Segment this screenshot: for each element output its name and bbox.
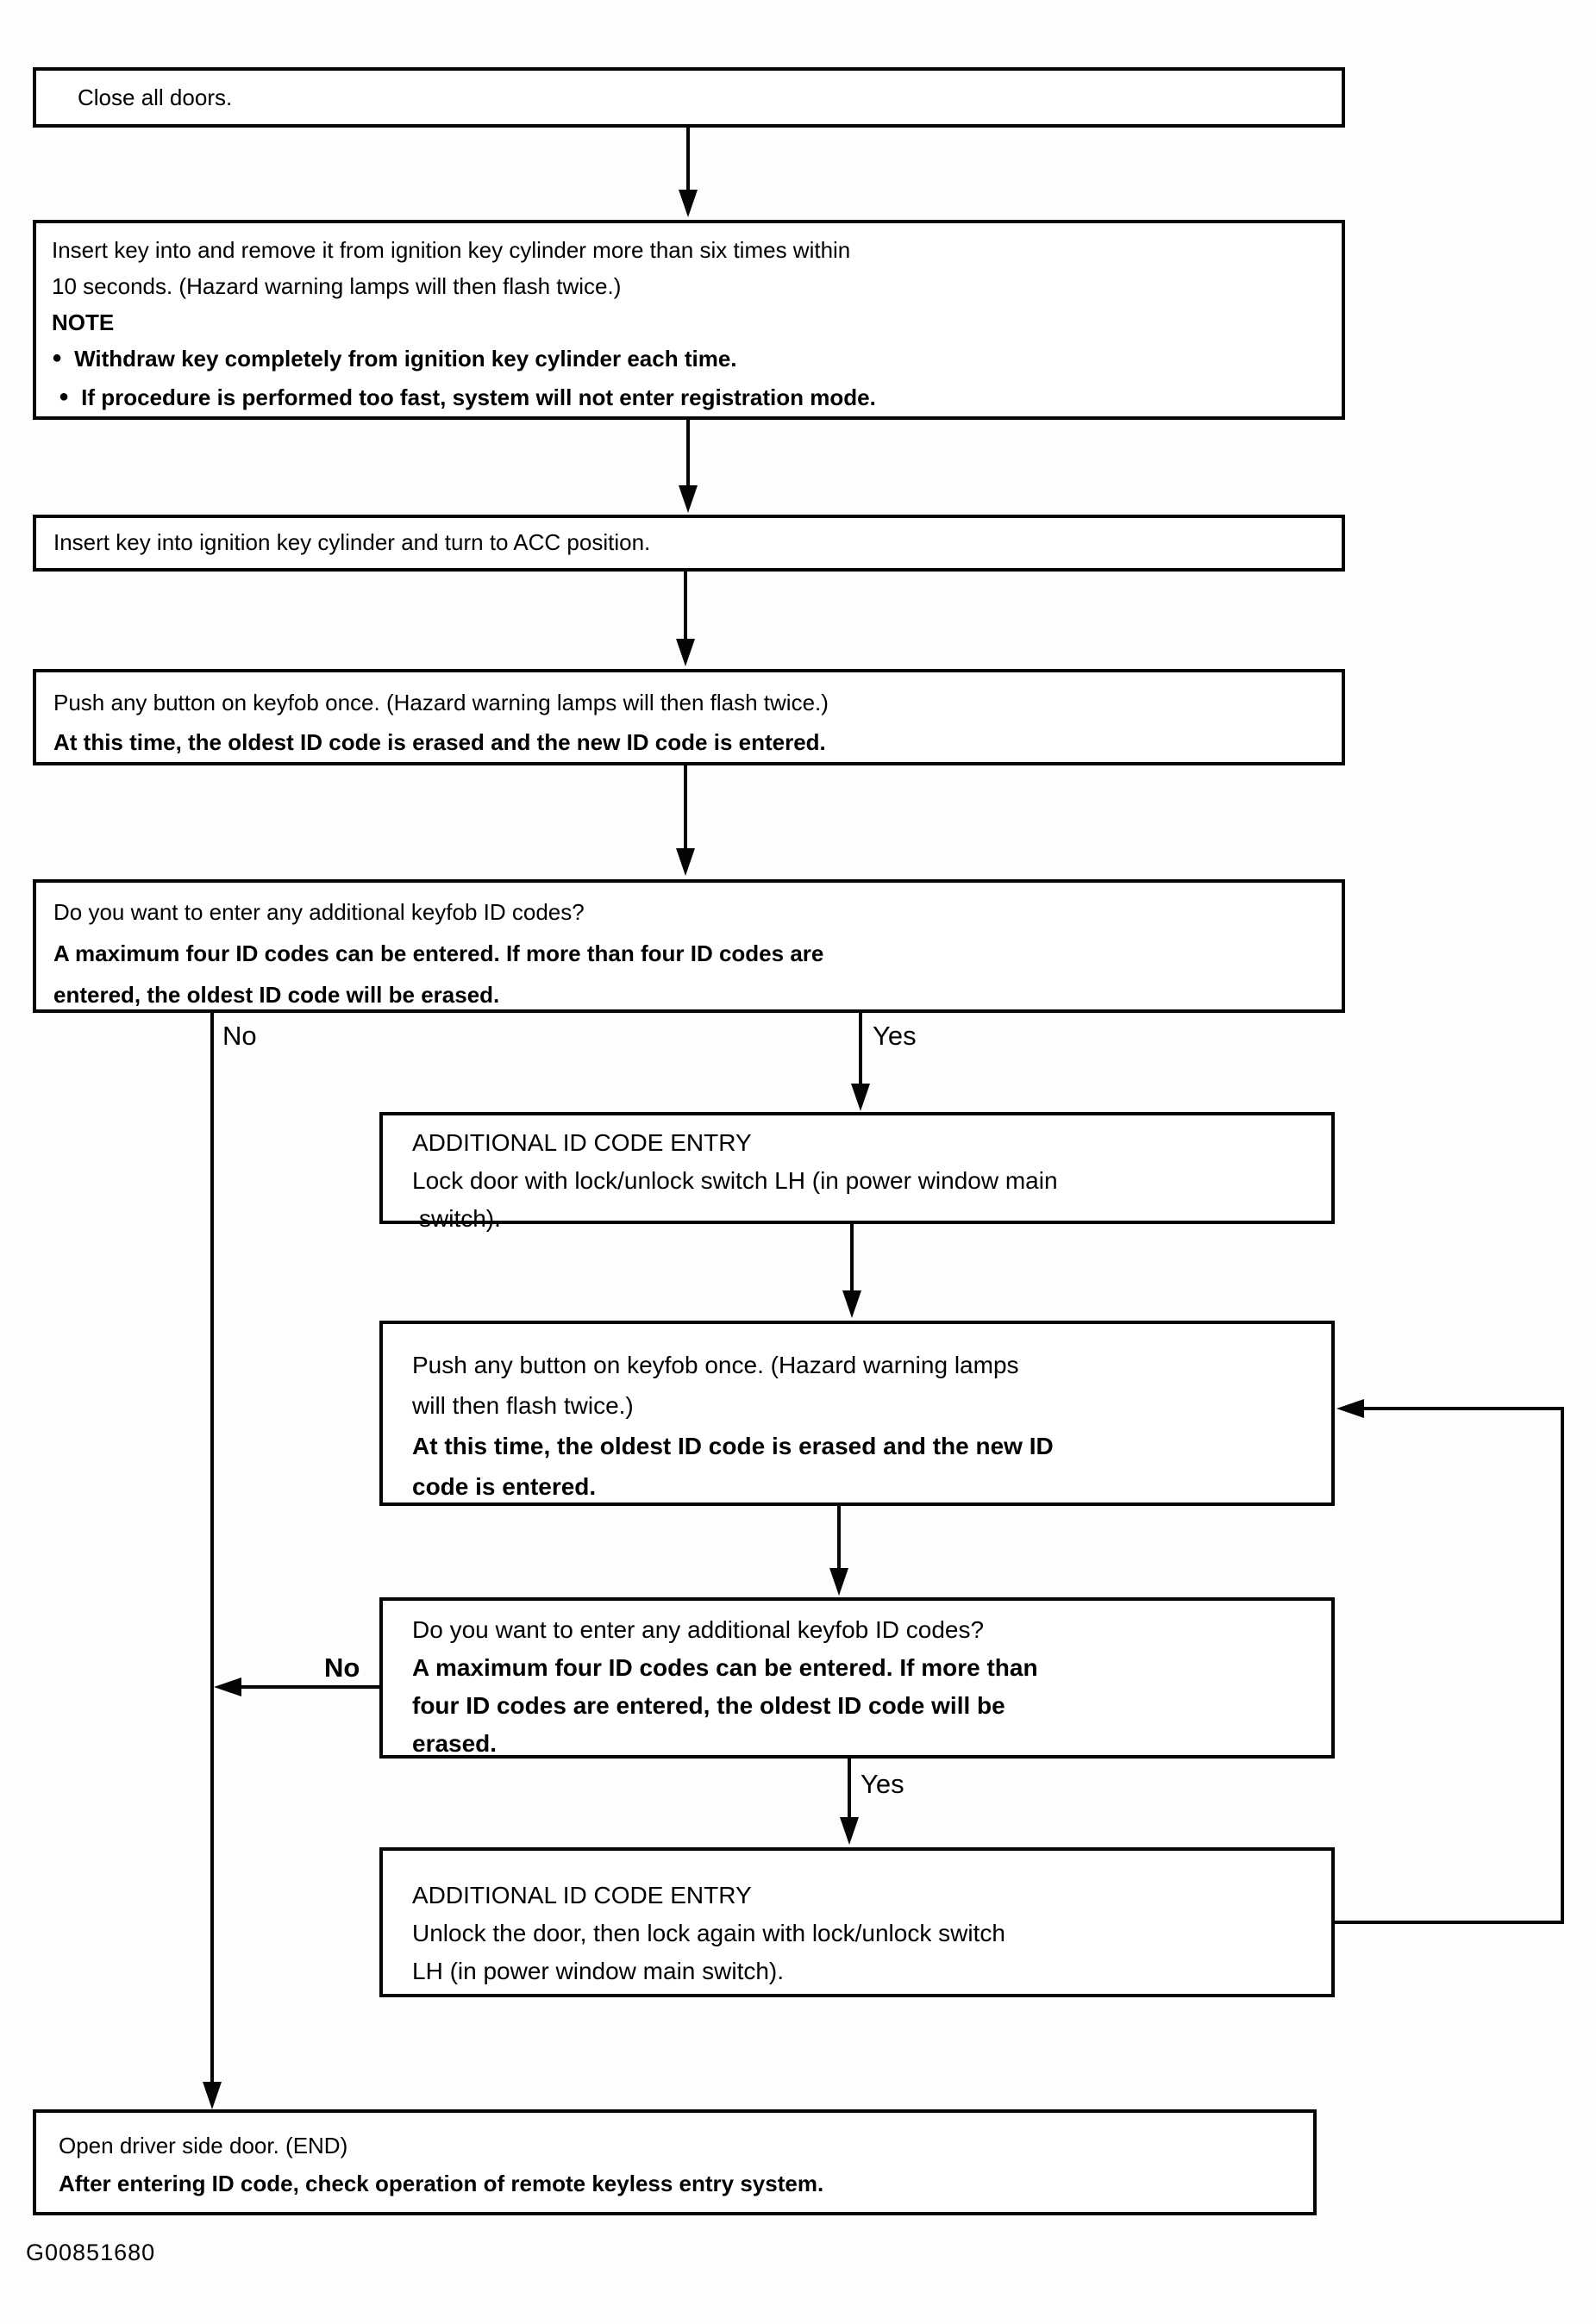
step-text-line: At this time, the oldest ID code is eras… xyxy=(53,729,826,755)
arrow-line-push2-question2 xyxy=(837,1506,841,1568)
arrow-head-no-2 xyxy=(214,1677,241,1696)
step-open-door-end: Open driver side door. (END) After enter… xyxy=(33,2109,1317,2215)
note-item: ● If procedure is performed too fast, sy… xyxy=(52,379,1324,418)
decision-note-line: A maximum four ID codes can be entered. … xyxy=(53,940,824,966)
arrow-head-loop-into-push2 xyxy=(1336,1399,1364,1418)
decision-additional-codes-1: Do you want to enter any additional keyf… xyxy=(33,879,1345,1013)
arrow-line-lock-push2 xyxy=(850,1224,854,1291)
bullet-icon: ● xyxy=(59,387,70,406)
step-text-line: Unlock the door, then lock again with lo… xyxy=(412,1920,1005,1946)
branch-label-yes-1: Yes xyxy=(873,1021,917,1051)
branch-no-line xyxy=(210,1013,214,2083)
branch-label-no-1: No xyxy=(222,1021,257,1051)
step-text-line: 10 seconds. (Hazard warning lamps will t… xyxy=(52,273,622,299)
arrow-line-step1-step2 xyxy=(686,128,690,191)
loop-line-right xyxy=(1561,1407,1564,1924)
step-text-line: Lock door with lock/unlock switch LH (in… xyxy=(412,1167,1058,1194)
decision-note-line: erased. xyxy=(412,1730,498,1757)
branch-label-yes-2: Yes xyxy=(861,1769,904,1799)
branch-yes-line-2 xyxy=(848,1759,851,1819)
step-text-line: will then flash twice.) xyxy=(412,1392,634,1419)
step-text-line: Push any button on keyfob once. (Hazard … xyxy=(412,1352,1019,1378)
arrow-head-yes-1 xyxy=(851,1084,870,1111)
step-additional-entry-unlock: ADDITIONAL ID CODE ENTRY Unlock the door… xyxy=(379,1847,1335,1997)
arrow-head-no-end xyxy=(203,2082,222,2109)
note-item: ● Withdraw key completely from ignition … xyxy=(52,340,1324,379)
branch-label-no-2: No xyxy=(324,1652,360,1683)
arrow-head-step1-step2 xyxy=(679,190,698,217)
branch-yes-line-1 xyxy=(859,1013,862,1085)
step-title-line: ADDITIONAL ID CODE ENTRY xyxy=(412,1129,752,1156)
step-additional-entry-lock: ADDITIONAL ID CODE ENTRY Lock door with … xyxy=(379,1112,1335,1232)
step-text-line: Open driver side door. (END) xyxy=(59,2133,348,2158)
step-text-line: Insert key into and remove it from ignit… xyxy=(52,237,851,263)
bullet-icon: ● xyxy=(52,348,63,367)
step-text-line: Insert key into ignition key cylinder an… xyxy=(53,529,651,555)
decision-note-line: A maximum four ID codes can be entered. … xyxy=(412,1654,1038,1681)
step-text-line: switch). xyxy=(419,1205,501,1232)
step-text-line: Close all doors. xyxy=(78,84,233,110)
note-item-text: Withdraw key completely from ignition ke… xyxy=(74,346,737,372)
step-text-line: Push any button on keyfob once. (Hazard … xyxy=(53,690,829,715)
branch-no-line-2 xyxy=(238,1685,379,1689)
step-text-line: LH (in power window main switch). xyxy=(412,1958,785,1984)
step-text-line: code is entered. xyxy=(412,1473,597,1500)
decision-question-line: Do you want to enter any additional keyf… xyxy=(53,899,585,925)
arrow-head-yes-2 xyxy=(840,1817,859,1845)
decision-question-line: Do you want to enter any additional keyf… xyxy=(412,1616,985,1643)
step-close-doors: Close all doors. xyxy=(33,67,1345,128)
arrow-line-step2-step3 xyxy=(686,420,690,485)
step-enter-registration-mode: Insert key into and remove it from ignit… xyxy=(33,220,1345,420)
step-title-line: ADDITIONAL ID CODE ENTRY xyxy=(412,1882,752,1909)
loop-line-bottom xyxy=(1335,1921,1564,1924)
arrow-head-step4-question1 xyxy=(676,848,695,876)
step-text-line: After entering ID code, check operation … xyxy=(59,2171,824,2196)
arrow-head-lock-push2 xyxy=(842,1290,861,1318)
arrow-head-step3-step4 xyxy=(676,639,695,666)
arrow-head-step2-step3 xyxy=(679,485,698,513)
note-heading: NOTE xyxy=(52,309,115,335)
decision-note-line: four ID codes are entered, the oldest ID… xyxy=(412,1692,1005,1719)
decision-additional-codes-2: Do you want to enter any additional keyf… xyxy=(379,1597,1335,1759)
step-push-keyfob-button: Push any button on keyfob once. (Hazard … xyxy=(33,669,1345,765)
figure-code: G00851680 xyxy=(26,2240,156,2265)
note-item-text: If procedure is performed too fast, syst… xyxy=(81,384,876,410)
step-text-line: At this time, the oldest ID code is eras… xyxy=(412,1433,1054,1459)
decision-note-line: entered, the oldest ID code will be eras… xyxy=(53,982,500,1008)
arrow-head-push2-question2 xyxy=(829,1568,848,1596)
step-push-keyfob-button-2: Push any button on keyfob once. (Hazard … xyxy=(379,1321,1335,1506)
step-key-to-acc: Insert key into ignition key cylinder an… xyxy=(33,515,1345,572)
arrow-line-step3-step4 xyxy=(684,572,687,640)
arrow-line-step4-question1 xyxy=(684,765,687,850)
loop-line-top xyxy=(1362,1407,1564,1410)
